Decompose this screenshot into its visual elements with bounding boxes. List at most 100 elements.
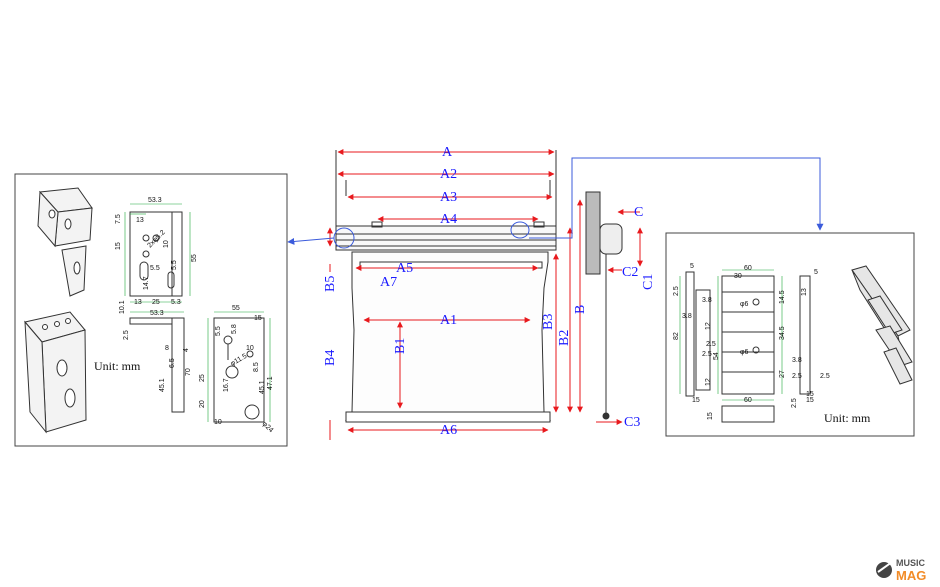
right-green-dims <box>679 269 783 401</box>
dim-text: 20 <box>199 400 206 408</box>
label-A5: A5 <box>396 261 413 276</box>
dim-text: 5.5 <box>150 265 160 272</box>
dim-text: 10.1 <box>119 300 126 314</box>
dim-text: 12 <box>705 322 712 330</box>
dim-text: 15 <box>806 391 814 398</box>
right-dim-texts: 5 60 30 2.5 3.8 3.8 5 13 φ6 14.5 82 12 2… <box>673 263 830 420</box>
screen-case <box>333 150 557 251</box>
left-bracket-ortho-upper <box>129 211 183 297</box>
label-A1: A1 <box>440 313 457 328</box>
dim-text: 3.8 <box>682 313 692 320</box>
dim-text: 3.8 <box>792 357 802 364</box>
dim-text: 5.5 <box>171 260 178 270</box>
dim-text: 2.5 <box>820 373 830 380</box>
dim-text: 60 <box>744 397 752 404</box>
dim-text: 15 <box>707 412 714 420</box>
dim-text: 25 <box>199 374 206 382</box>
label-A3: A3 <box>440 190 457 205</box>
left-bracket-3d-lower <box>24 311 87 434</box>
label-B2: B2 <box>557 330 572 346</box>
callout-lines <box>287 157 824 245</box>
side-red-dims <box>596 209 643 425</box>
dim-text: 6.5 <box>169 358 176 368</box>
dim-text: 5.8 <box>231 324 238 334</box>
dim-text: 34.5 <box>779 326 786 340</box>
dim-text: 2.5 <box>123 330 130 340</box>
dim-text: 70 <box>185 368 192 376</box>
label-A6: A6 <box>440 423 457 438</box>
dim-text: 2.5 <box>706 341 716 348</box>
left-bracket-3d-upper <box>37 187 93 297</box>
label-C3: C3 <box>624 415 640 430</box>
label-A: A <box>442 145 453 160</box>
right-bracket-3d <box>851 265 913 385</box>
red-dimension-lines <box>327 149 583 440</box>
dim-text: 13 <box>134 299 142 306</box>
label-B4: B4 <box>323 350 338 366</box>
dim-text: 5.3 <box>171 299 181 306</box>
dim-text: 4 <box>183 348 190 352</box>
dim-text: φ6 <box>740 301 749 308</box>
dim-text: 5 <box>690 263 694 270</box>
dim-text: 10 <box>214 419 222 426</box>
dim-text: 15 <box>692 397 700 404</box>
dim-text: 7.5 <box>115 214 122 224</box>
label-B: B <box>573 305 588 314</box>
label-C2: C2 <box>622 265 638 280</box>
dim-text: 13 <box>136 217 144 224</box>
main-labels: A A2 A3 A4 A5 A7 A1 A6 B1 B4 B5 B3 B2 B … <box>323 145 656 438</box>
dim-text: 8 <box>165 345 169 352</box>
dim-text: 54 <box>713 352 720 360</box>
dim-text: 45.1 <box>159 378 166 392</box>
main-screen-drawing: A A2 A3 A4 A5 A7 A1 A6 B1 B4 B5 B3 B2 B … <box>287 145 824 440</box>
dim-text: 2.5 <box>673 286 680 296</box>
dim-text: 53.3 <box>148 197 162 204</box>
dim-text: 10 <box>163 240 170 248</box>
side-profile <box>585 191 623 420</box>
dim-text: 53.3 <box>150 310 164 317</box>
dim-text: 30 <box>734 273 742 280</box>
dim-text: 60 <box>744 265 752 272</box>
dim-text: 55 <box>232 305 240 312</box>
right-unit-label: Unit: mm <box>824 411 871 425</box>
logo-line1: MUSIC <box>896 558 926 568</box>
label-B3: B3 <box>541 314 556 330</box>
musicmag-logo: MUSIC MAG <box>876 558 926 583</box>
right-detail-panel: 5 60 30 2.5 3.8 3.8 5 13 φ6 14.5 82 12 2… <box>665 232 915 437</box>
dim-text: 45.1 <box>259 380 266 394</box>
screen-surface <box>345 251 551 423</box>
dim-text: 14.7 <box>143 276 150 290</box>
label-A7: A7 <box>380 275 397 290</box>
dim-text: 8.5 <box>253 362 260 372</box>
dim-text: 15 <box>115 242 122 250</box>
dim-text: 2.5 <box>792 373 802 380</box>
label-C1: C1 <box>641 274 656 290</box>
label-C: C <box>634 205 643 220</box>
label-B5: B5 <box>323 276 338 292</box>
dim-text: 3.8 <box>702 297 712 304</box>
dim-text: φ6 <box>740 349 749 356</box>
left-unit-label: Unit: mm <box>94 359 141 373</box>
dim-text: 82 <box>673 332 680 340</box>
left-upper-green-dims <box>124 203 191 303</box>
dim-text: 12 <box>705 378 712 386</box>
dim-text: 27 <box>779 370 786 378</box>
dim-text: 2.5 <box>702 351 712 358</box>
dim-text: 15 <box>806 397 814 404</box>
label-B1: B1 <box>393 338 408 354</box>
label-A2: A2 <box>440 167 457 182</box>
left-lower-green-dims <box>130 311 271 422</box>
label-A4: A4 <box>440 212 457 227</box>
dim-text: 10 <box>246 345 254 352</box>
left-detail-panel: 53.3 13 7.5 15 2xφ5.2 10 55 5.5 5.5 14.7… <box>14 173 288 447</box>
dim-text: 47.1 <box>267 376 274 390</box>
logo-line2: MAG <box>896 568 926 583</box>
dim-text: 5.5 <box>215 326 222 336</box>
dim-text: 14.5 <box>779 290 786 304</box>
right-bracket-ortho <box>685 271 811 423</box>
dim-text: 25 <box>152 299 160 306</box>
dim-text: 2.5 <box>791 398 798 408</box>
dim-text: 16.7 <box>223 378 230 392</box>
dim-text: 55 <box>191 254 198 262</box>
